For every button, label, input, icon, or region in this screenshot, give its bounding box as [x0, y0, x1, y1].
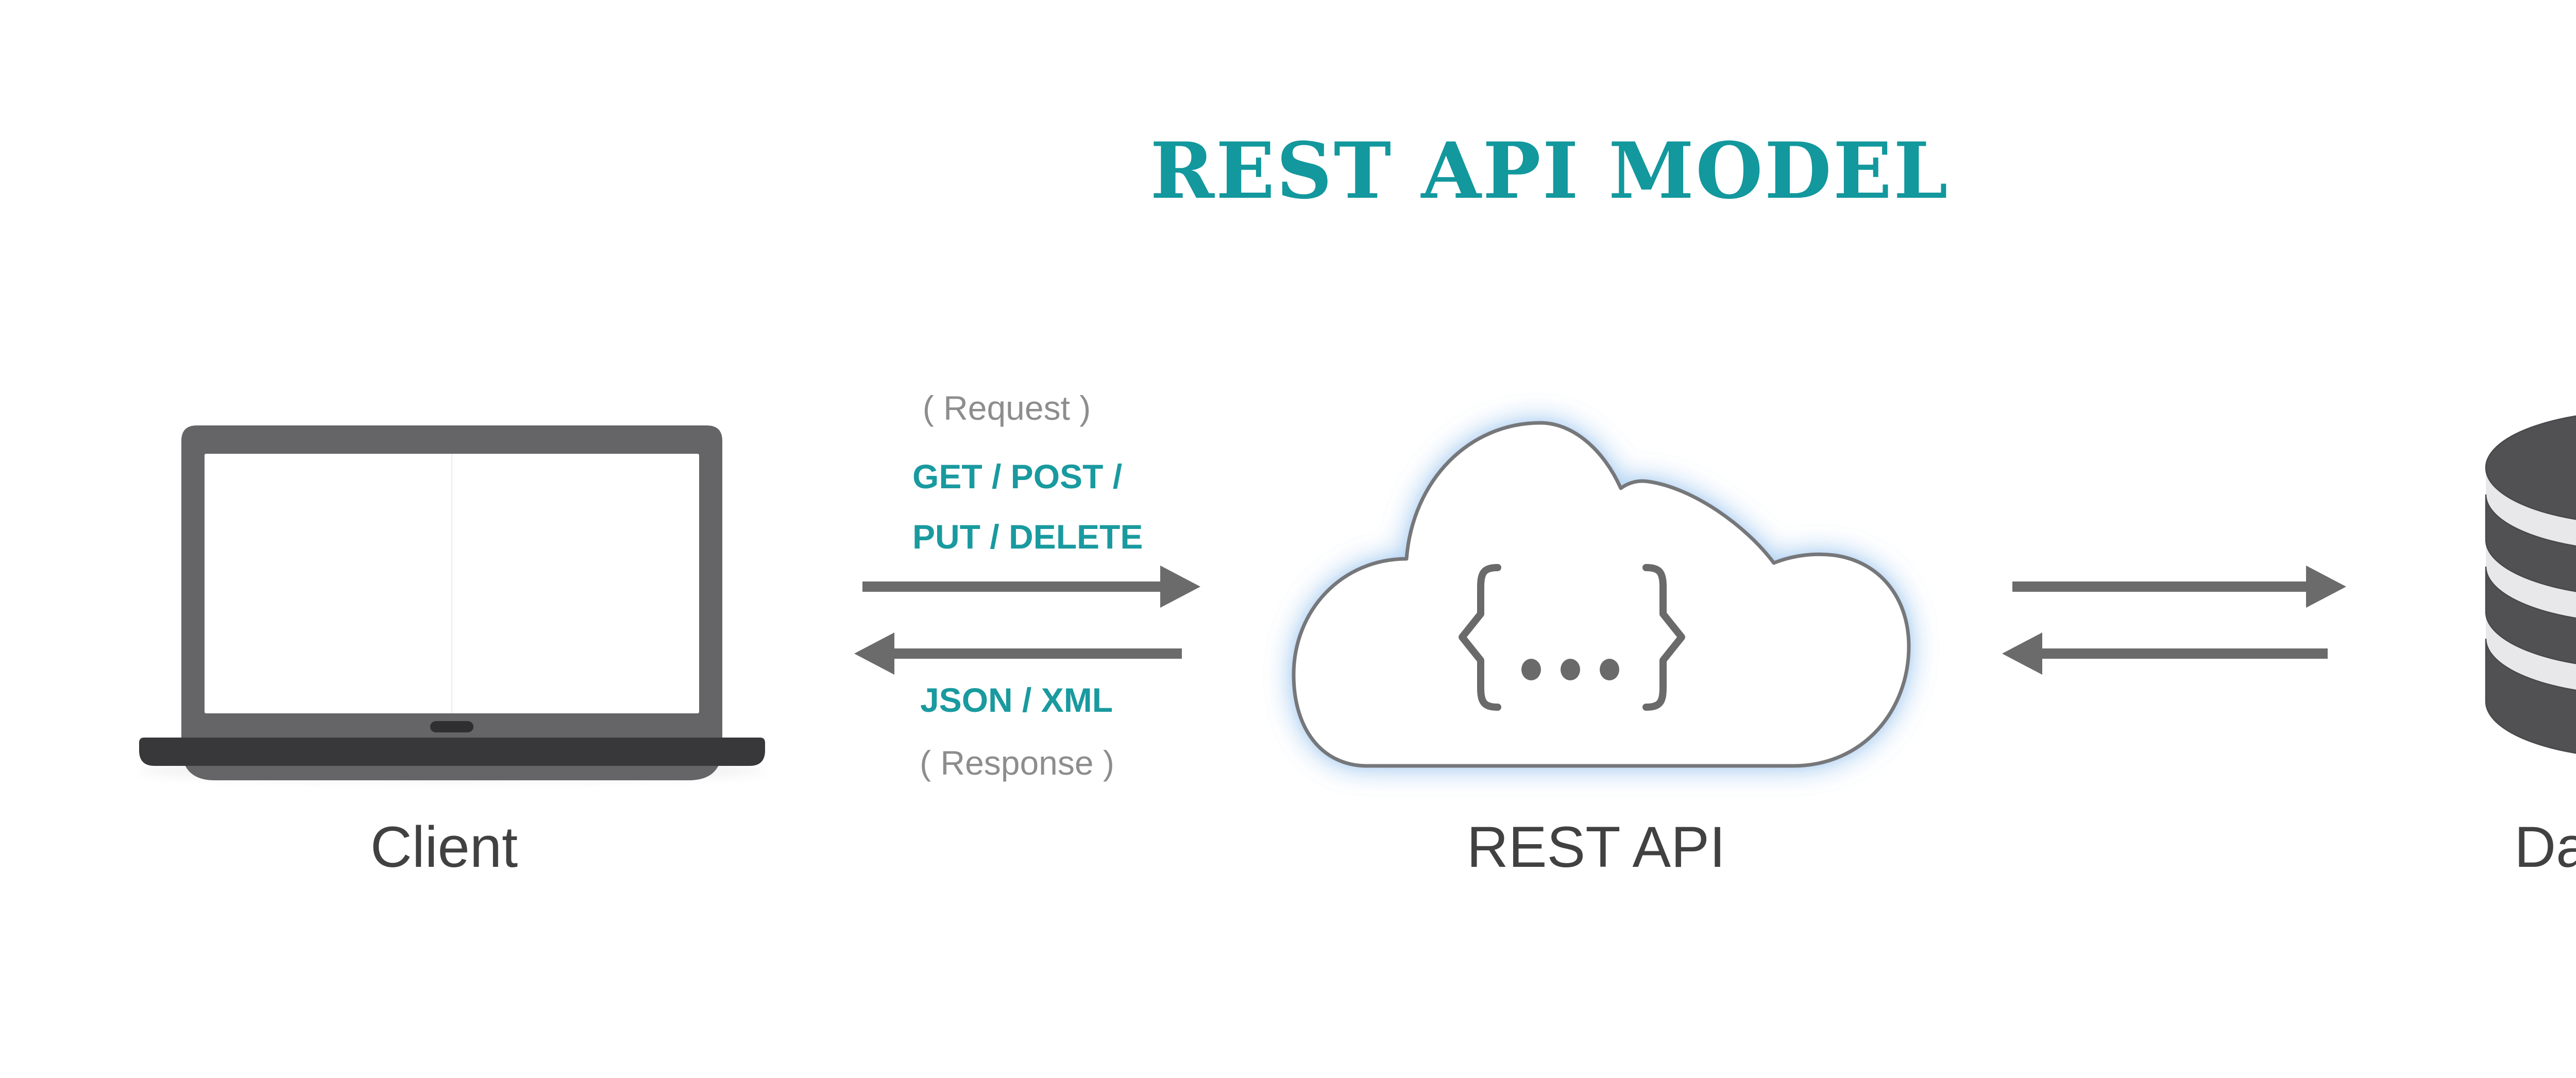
laptop-hinge-notch [430, 721, 473, 732]
right-brace [1642, 564, 1685, 711]
left-brace [1459, 564, 1501, 711]
cloud-icon [1292, 421, 1911, 768]
laptop-base [139, 738, 765, 766]
database-cylinder-icon [2485, 415, 2576, 754]
laptop-icon [138, 425, 766, 781]
database-label: Database [2514, 815, 2576, 879]
diagram-title: REST API MODEL [1150, 126, 1950, 216]
result-arrow-icon [2002, 632, 2328, 675]
request-arrow-icon [862, 566, 1200, 608]
request-methods-line2: PUT / DELETE [912, 518, 1143, 556]
request-annotation: ( Request ) [922, 389, 1091, 427]
api-label: REST API [1466, 815, 1726, 879]
code-braces-icon [1459, 564, 1685, 711]
response-arrow-icon [854, 632, 1182, 675]
client-label: Client [370, 815, 518, 879]
response-formats: JSON / XML [920, 681, 1113, 719]
database-disks [2485, 415, 2576, 754]
cloud-outline [1292, 421, 1911, 768]
response-annotation: ( Response ) [920, 744, 1114, 782]
ellipsis-dots [1521, 659, 1619, 680]
request-methods-line1: GET / POST / [912, 457, 1123, 495]
query-arrow-icon [2012, 566, 2346, 608]
